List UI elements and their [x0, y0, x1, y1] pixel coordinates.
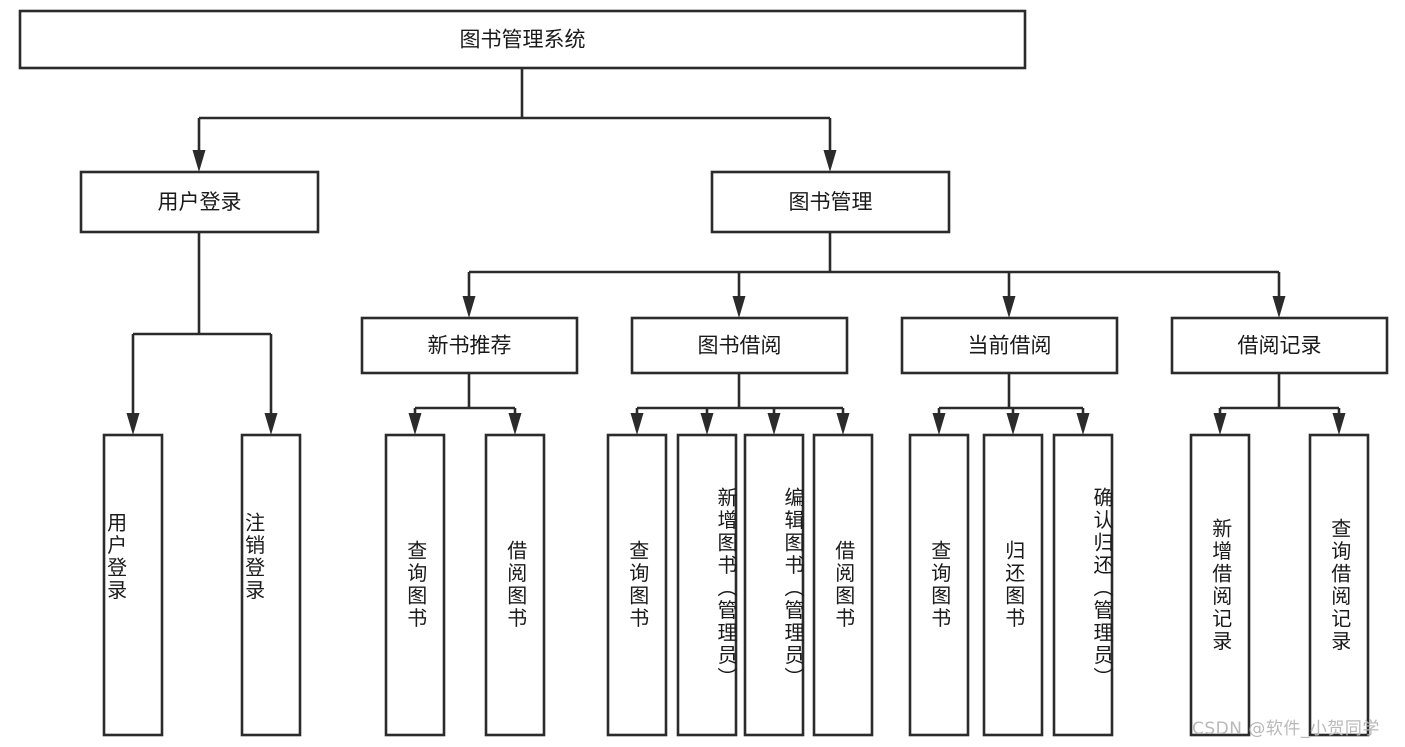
- node-box-leaf-rec-borrow[interactable]: [484, 433, 546, 737]
- node-leaf-rec-add[interactable]: [1189, 433, 1251, 737]
- node-leaf-borrow-query[interactable]: [606, 433, 668, 737]
- node-leaf-rec-borrow[interactable]: [484, 433, 546, 737]
- node-label-user-login: 用户登录: [158, 190, 242, 214]
- node-box-leaf-cur-query[interactable]: [908, 433, 970, 737]
- node-box-leaf-borrow-do[interactable]: [812, 433, 874, 737]
- node-label-borrow-record: 借阅记录: [1238, 334, 1322, 358]
- csdn-watermark: CSDN @软件_小贺同学: [1192, 719, 1380, 739]
- node-leaf-cur-confirm[interactable]: [1052, 433, 1114, 737]
- edge-root-bus-arrow-0: [192, 150, 206, 172]
- edge-book-manage-bus: [462, 232, 1286, 318]
- node-box-leaf-user-login[interactable]: [102, 433, 164, 737]
- node-leaf-cur-return[interactable]: [982, 433, 1044, 737]
- edge-new-book-rec-bus: [408, 373, 522, 435]
- edge-book-borrow-bus-arrow-2: [767, 413, 781, 435]
- edge-current-borrow-bus-arrow-2: [1076, 413, 1090, 435]
- node-leaf-borrow-edit[interactable]: [743, 433, 805, 737]
- edge-user-login-bus-arrow-0: [126, 413, 140, 435]
- edges-layer: [126, 68, 1346, 435]
- edge-book-manage-bus-arrow-1: [732, 296, 746, 318]
- edge-current-borrow-bus: [932, 373, 1090, 435]
- node-box-leaf-cur-return[interactable]: [982, 433, 1044, 737]
- edge-root-bus-arrow-1: [823, 150, 837, 172]
- node-book-manage[interactable]: [710, 170, 951, 234]
- node-leaf-user-login[interactable]: [102, 433, 164, 737]
- node-leaf-borrow-do[interactable]: [812, 433, 874, 737]
- node-label-book-manage: 图书管理: [789, 190, 873, 214]
- edge-book-manage-bus-arrow-3: [1272, 296, 1286, 318]
- edge-new-book-rec-bus-arrow-0: [408, 413, 422, 435]
- node-label-root: 图书管理系统: [460, 28, 586, 52]
- node-box-root[interactable]: [18, 9, 1027, 70]
- node-box-leaf-borrow-add[interactable]: [676, 433, 738, 737]
- node-box-book-borrow[interactable]: [630, 316, 849, 375]
- node-new-book-rec[interactable]: [360, 316, 579, 375]
- edge-current-borrow-bus-arrow-1: [1006, 413, 1020, 435]
- node-box-leaf-rec-query[interactable]: [384, 433, 446, 737]
- node-label-new-book-rec: 新书推荐: [428, 334, 512, 358]
- node-box-leaf-borrow-edit[interactable]: [743, 433, 805, 737]
- node-current-borrow[interactable]: [900, 316, 1119, 375]
- node-box-current-borrow[interactable]: [900, 316, 1119, 375]
- node-box-new-book-rec[interactable]: [360, 316, 579, 375]
- node-leaf-borrow-add[interactable]: [676, 433, 738, 737]
- node-box-user-login[interactable]: [79, 170, 320, 234]
- edge-user-login-bus-arrow-1: [264, 413, 278, 435]
- node-user-login[interactable]: [79, 170, 320, 234]
- node-box-leaf-user-logout[interactable]: [240, 433, 302, 737]
- node-book-borrow[interactable]: [630, 316, 849, 375]
- node-leaf-user-logout[interactable]: [240, 433, 302, 737]
- edge-borrow-record-bus-arrow-0: [1213, 413, 1227, 435]
- edge-book-manage-bus-arrow-0: [462, 296, 476, 318]
- node-leaf-rec-query[interactable]: [384, 433, 446, 737]
- edge-book-borrow-bus-arrow-1: [700, 413, 714, 435]
- edge-book-manage-bus-arrow-2: [1002, 296, 1016, 318]
- node-leaf-cur-query[interactable]: [908, 433, 970, 737]
- node-box-leaf-rec-add[interactable]: [1189, 433, 1251, 737]
- node-borrow-record[interactable]: [1170, 316, 1389, 375]
- node-box-book-manage[interactable]: [710, 170, 951, 234]
- edge-book-borrow-bus-arrow-3: [836, 413, 850, 435]
- node-label-book-borrow: 图书借阅: [698, 334, 782, 358]
- node-box-borrow-record[interactable]: [1170, 316, 1389, 375]
- edge-current-borrow-bus-arrow-0: [932, 413, 946, 435]
- edge-book-borrow-bus: [630, 373, 850, 435]
- node-leaf-rec-search[interactable]: [1308, 433, 1370, 737]
- edge-user-login-bus: [126, 232, 278, 435]
- edge-borrow-record-bus: [1213, 373, 1346, 435]
- edge-borrow-record-bus-arrow-1: [1332, 413, 1346, 435]
- node-box-leaf-cur-confirm[interactable]: [1052, 433, 1114, 737]
- node-box-leaf-borrow-query[interactable]: [606, 433, 668, 737]
- edge-new-book-rec-bus-arrow-1: [508, 413, 522, 435]
- edge-root-bus: [192, 68, 837, 172]
- node-label-current-borrow: 当前借阅: [968, 334, 1052, 358]
- edge-book-borrow-bus-arrow-0: [630, 413, 644, 435]
- node-root[interactable]: [18, 9, 1027, 70]
- node-box-leaf-rec-search[interactable]: [1308, 433, 1370, 737]
